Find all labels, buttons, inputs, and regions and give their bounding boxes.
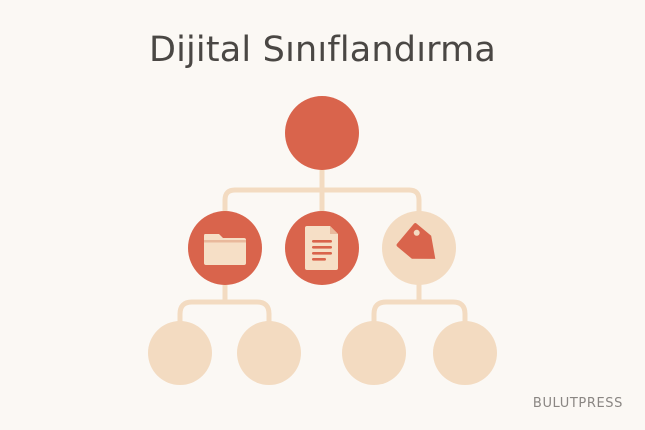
- connector-tag-to-children: [371, 282, 468, 325]
- level1-node-document: [285, 211, 359, 285]
- diagram-title: Dijital Sınıflandırma: [148, 30, 497, 70]
- level1-node-folder: [188, 211, 262, 285]
- leaf-node-tag-left: [342, 321, 406, 385]
- level1-node-tag: [382, 211, 456, 285]
- leaf-node-tag-right: [433, 321, 497, 385]
- brand-label: BULUTPRESS: [532, 396, 623, 411]
- tree-connectors: [177, 165, 468, 325]
- document-icon: [305, 226, 338, 270]
- leaf-node-folder-right: [237, 321, 301, 385]
- connector-root-to-level1: [222, 165, 422, 215]
- folder-icon: [204, 234, 246, 265]
- root-node: [285, 96, 359, 170]
- tag-icon: [396, 223, 436, 259]
- connector-folder-to-children: [177, 282, 272, 325]
- leaf-node-folder-left: [148, 321, 212, 385]
